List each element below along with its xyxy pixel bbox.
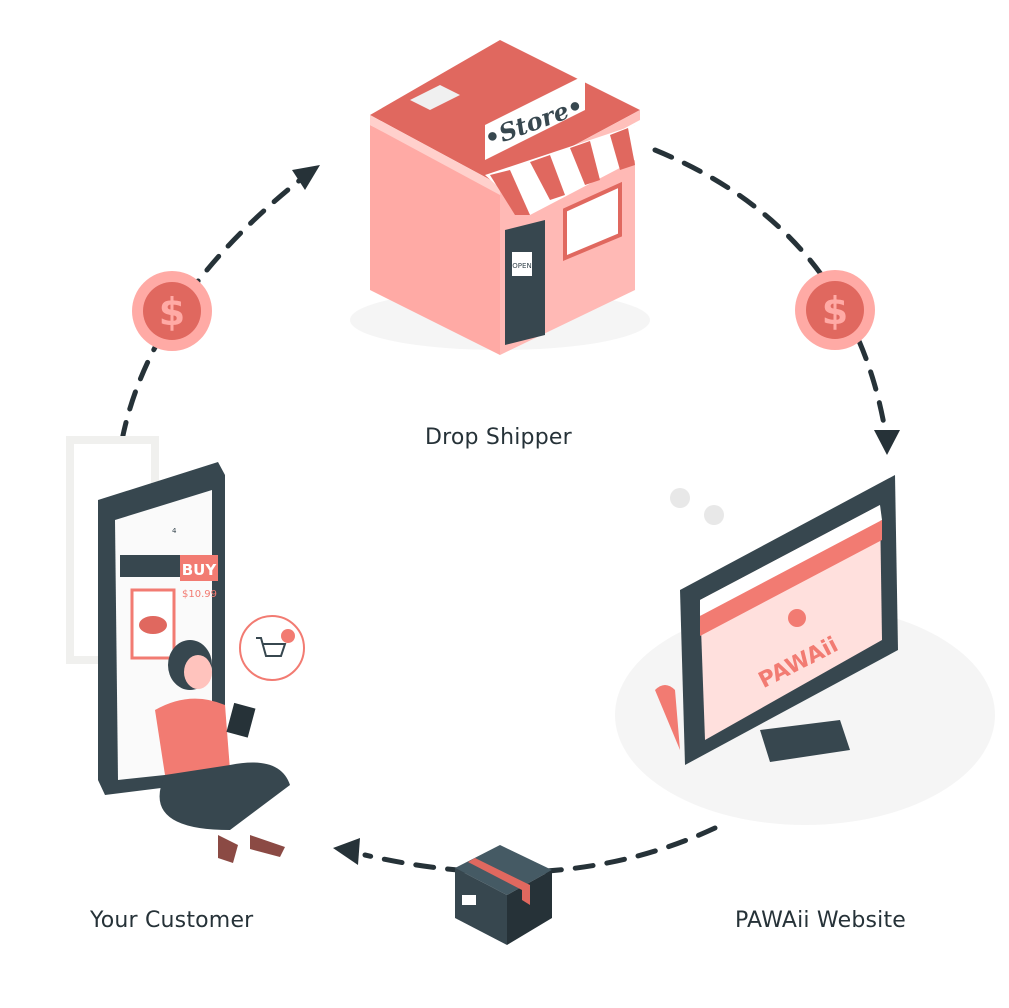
drop-shipper-label: Drop Shipper	[425, 425, 572, 450]
computer-monitor: PAWAii	[615, 475, 995, 825]
arrowhead-store	[292, 165, 320, 190]
website-label: PAWAii Website	[735, 908, 907, 933]
svg-text:$: $	[822, 289, 848, 333]
customer-person	[155, 615, 305, 863]
arrowhead-customer	[333, 838, 360, 865]
svg-text:$10.99: $10.99	[182, 589, 217, 600]
arrow-store-to-website	[652, 147, 888, 433]
customer-label: Your Customer	[90, 908, 254, 933]
svg-text:BUY: BUY	[182, 561, 218, 579]
coin-icon-left: $	[132, 271, 212, 351]
package-box	[455, 845, 552, 945]
svg-text:$: $	[159, 290, 185, 334]
svg-text:OPEN: OPEN	[512, 262, 531, 270]
arrowhead-website	[874, 430, 900, 455]
store-building: •Store• OPEN	[350, 40, 650, 355]
coin-icon-right: $	[795, 270, 875, 350]
svg-text:4: 4	[172, 527, 177, 535]
